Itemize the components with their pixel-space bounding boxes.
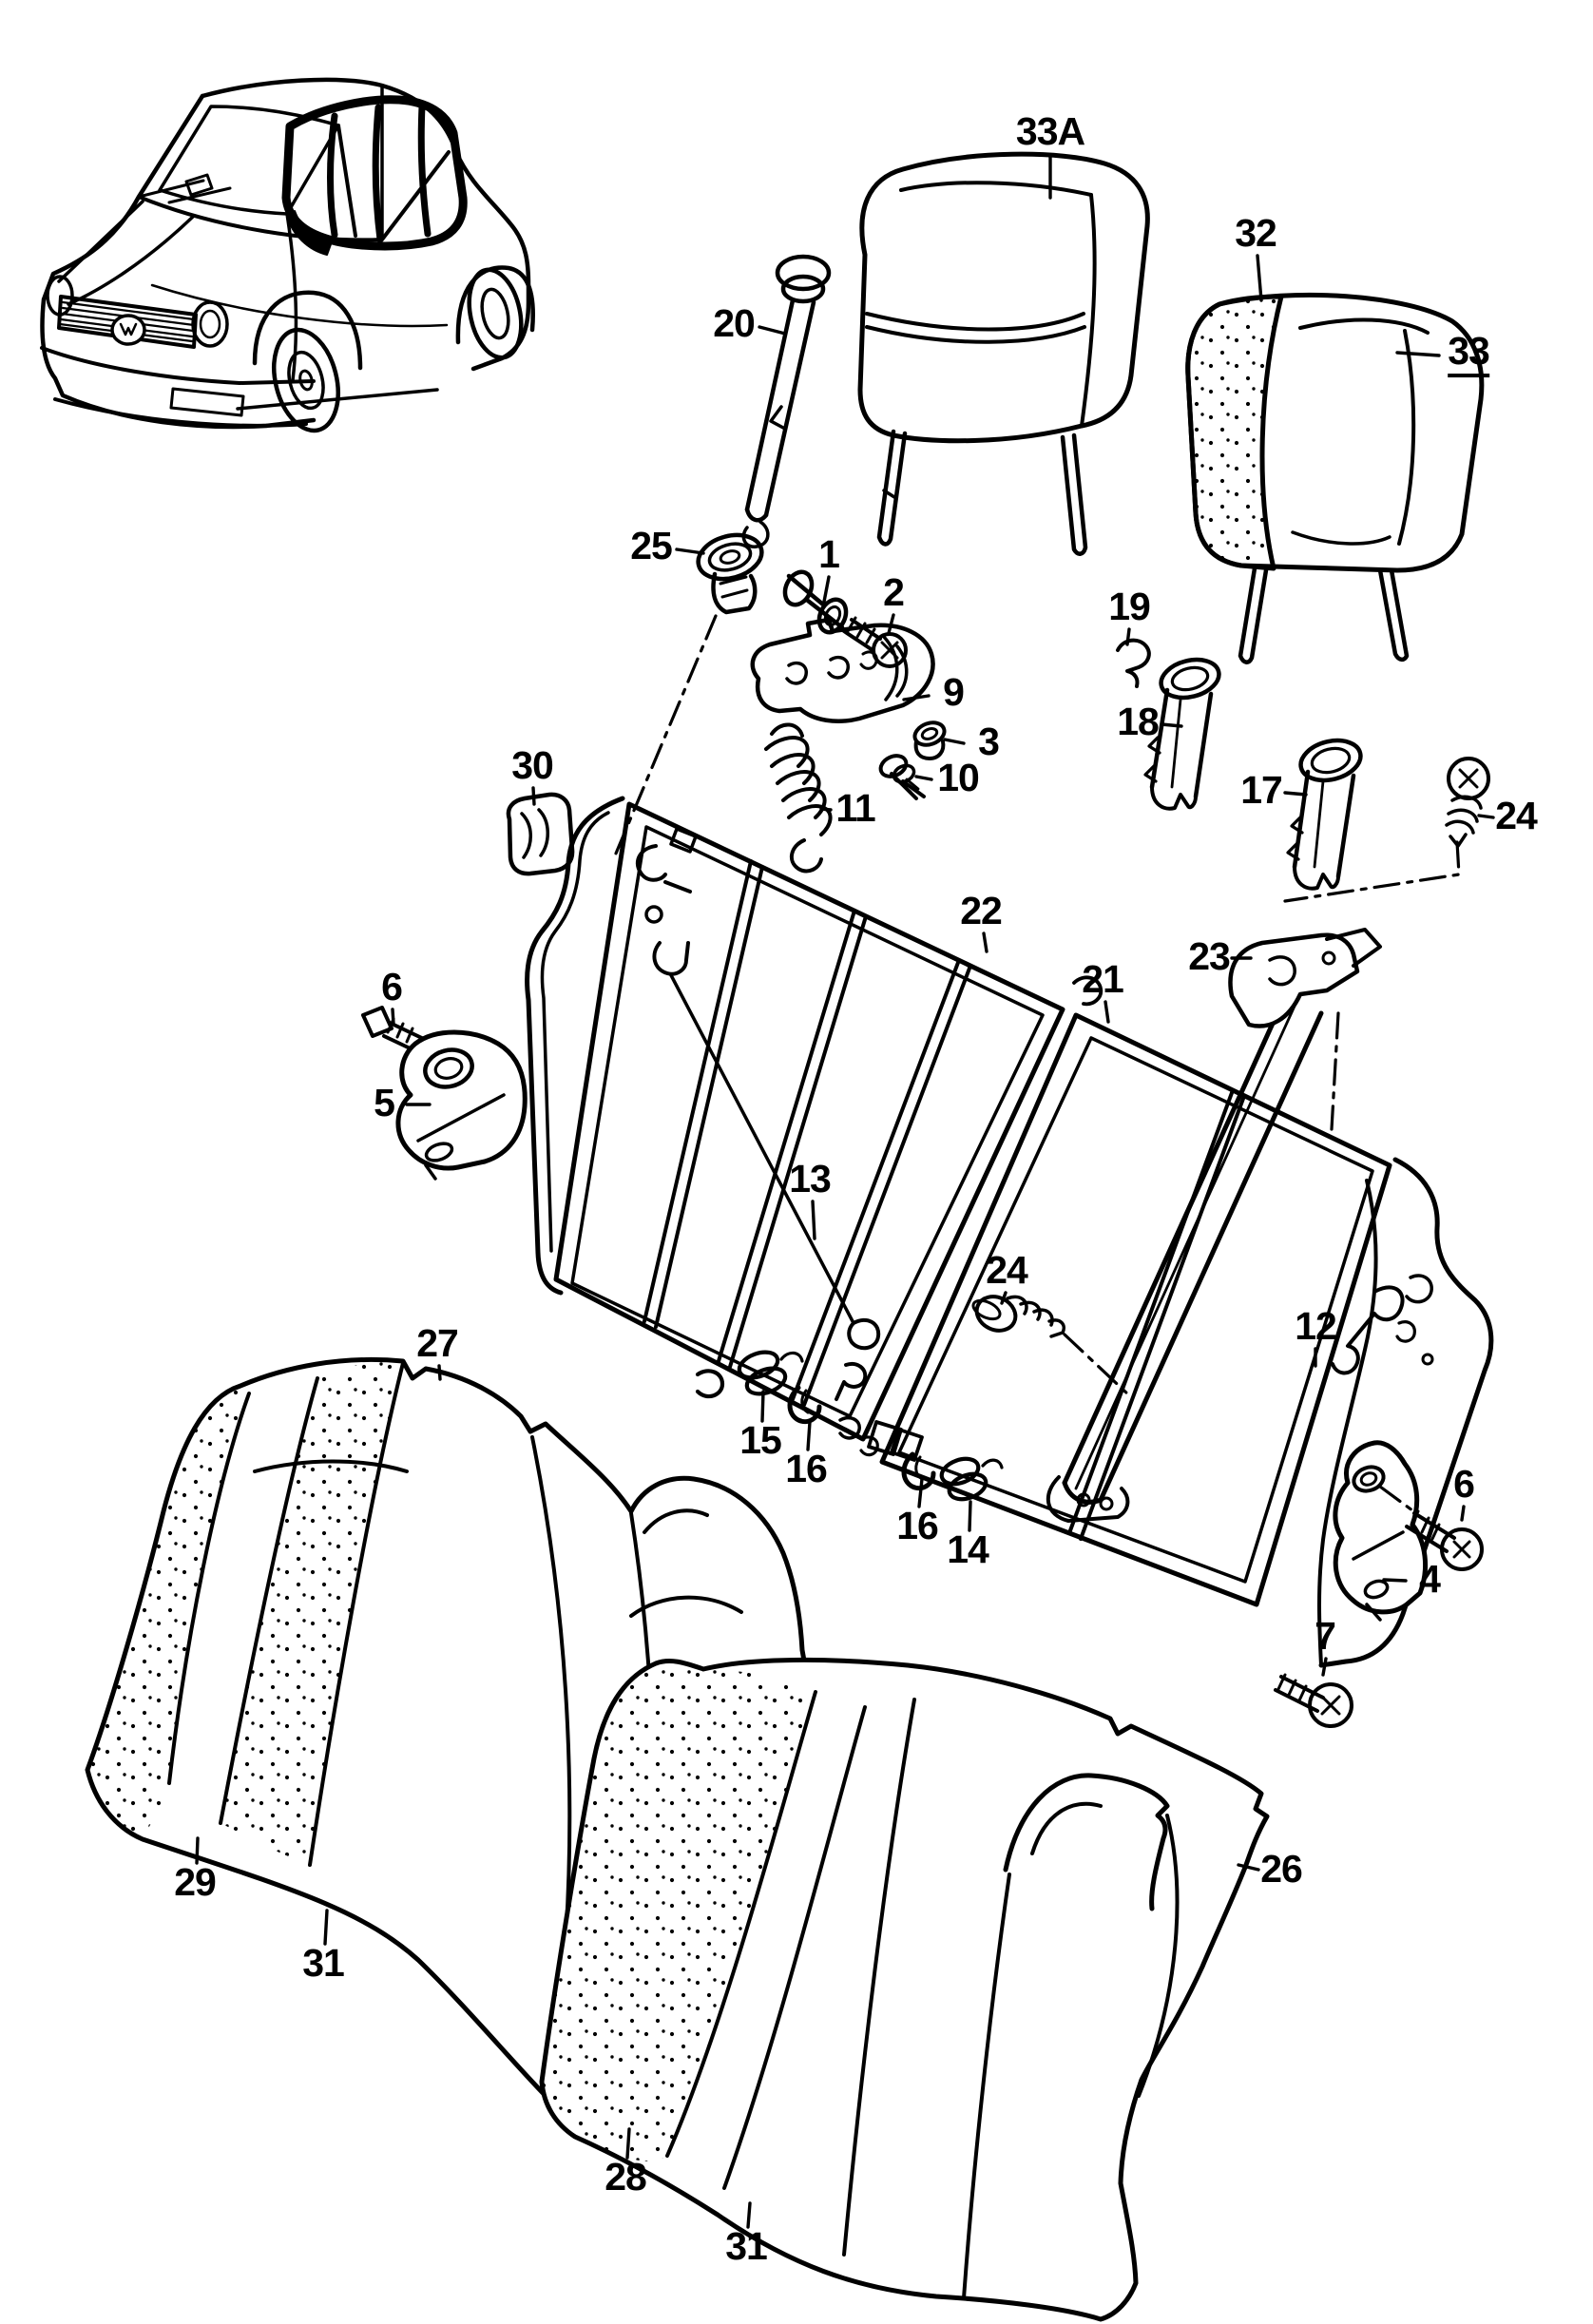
wire-clip-19 bbox=[1116, 638, 1151, 688]
car-license-plate bbox=[169, 387, 245, 417]
callout-28[interactable]: 28 bbox=[605, 2154, 647, 2199]
callout-33[interactable]: 33 bbox=[1448, 332, 1490, 378]
release-wire-13 bbox=[669, 973, 881, 1401]
callout-26[interactable]: 26 bbox=[1260, 1846, 1303, 1891]
car-illustration bbox=[40, 77, 535, 433]
car-mirror bbox=[184, 173, 214, 197]
callout-33a[interactable]: 33A bbox=[1015, 108, 1085, 153]
callout-1[interactable]: 1 bbox=[818, 531, 840, 576]
callout-32[interactable]: 32 bbox=[1235, 210, 1277, 255]
fabric-bolster-28 bbox=[542, 1661, 816, 2161]
headrest-33a bbox=[857, 151, 1150, 556]
headrest-guide-17 bbox=[1286, 738, 1363, 891]
callout-16[interactable]: 16 bbox=[785, 1446, 828, 1490]
car-rear-wheel bbox=[467, 267, 524, 360]
callout-5[interactable]: 5 bbox=[374, 1080, 395, 1124]
backrest-cushion-right bbox=[539, 1657, 1270, 2322]
callout-13[interactable]: 13 bbox=[789, 1156, 832, 1200]
callout-29[interactable]: 29 bbox=[174, 1859, 217, 1904]
callout-19[interactable]: 19 bbox=[1108, 584, 1151, 628]
headrest-post bbox=[1377, 567, 1410, 663]
headrest-post bbox=[1238, 566, 1269, 664]
callout-31[interactable]: 31 bbox=[725, 2223, 768, 2268]
callout-10[interactable]: 10 bbox=[937, 755, 980, 799]
headrest-guide-18 bbox=[1143, 657, 1221, 811]
callout-24[interactable]: 24 bbox=[1495, 793, 1538, 837]
strut-foot bbox=[1046, 1475, 1130, 1523]
wire-12 bbox=[1331, 1285, 1405, 1375]
callout-30[interactable]: 30 bbox=[511, 742, 554, 787]
callout-25[interactable]: 25 bbox=[630, 523, 673, 567]
assembly-axis-lines bbox=[611, 614, 1461, 1515]
callout-15[interactable]: 15 bbox=[739, 1417, 782, 1462]
callout-20[interactable]: 20 bbox=[713, 300, 756, 345]
pivot-bracket-4 bbox=[1333, 1440, 1428, 1622]
tension-spring-11 bbox=[764, 722, 833, 874]
callout-21[interactable]: 21 bbox=[1082, 956, 1124, 1001]
c-clip bbox=[838, 1415, 861, 1440]
fabric-bolster-29 bbox=[87, 1386, 249, 1839]
callout-18[interactable]: 18 bbox=[1117, 699, 1160, 743]
callout-27[interactable]: 27 bbox=[416, 1320, 459, 1365]
hinge-bracket-9 bbox=[750, 617, 935, 723]
callout-6[interactable]: 6 bbox=[1453, 1461, 1475, 1506]
screw-6-right bbox=[1405, 1509, 1484, 1571]
screw-10 bbox=[878, 754, 926, 800]
latch-wire-end bbox=[652, 941, 690, 976]
bushing-14 bbox=[939, 1456, 1004, 1502]
callout-4[interactable]: 4 bbox=[1419, 1556, 1441, 1601]
callout-22[interactable]: 22 bbox=[960, 888, 1003, 932]
u-clip-16b bbox=[901, 1451, 936, 1491]
callout-9[interactable]: 9 bbox=[943, 669, 965, 714]
car-headlight-left bbox=[46, 275, 74, 317]
frame-right-side-member bbox=[1317, 1157, 1494, 1668]
u-clip-16 bbox=[787, 1385, 822, 1425]
c-clip bbox=[695, 1369, 725, 1399]
callout-24[interactable]: 24 bbox=[986, 1247, 1028, 1292]
car-front-wheel bbox=[272, 327, 340, 433]
hinge-hook bbox=[1072, 975, 1104, 1007]
nut-3 bbox=[912, 720, 947, 760]
backrest-frame-21 bbox=[879, 975, 1392, 1607]
callout-11[interactable]: 11 bbox=[835, 785, 875, 830]
headrest-post bbox=[876, 429, 908, 547]
headrest-32-33 bbox=[1185, 292, 1485, 664]
callout-31[interactable]: 31 bbox=[302, 1940, 345, 1985]
callout-12[interactable]: 12 bbox=[1295, 1303, 1337, 1348]
lock-plates bbox=[867, 1420, 924, 1462]
frame-side-member bbox=[525, 796, 625, 1296]
callout-7[interactable]: 7 bbox=[1315, 1613, 1336, 1658]
callout-6[interactable]: 6 bbox=[381, 964, 403, 1008]
callout-16[interactable]: 16 bbox=[896, 1503, 939, 1547]
screw-7 bbox=[1274, 1673, 1353, 1728]
callout-2[interactable]: 2 bbox=[883, 569, 905, 614]
fabric-band bbox=[221, 1361, 403, 1865]
bushing-15 bbox=[737, 1350, 804, 1396]
callout-23[interactable]: 23 bbox=[1188, 933, 1231, 978]
leader-lines bbox=[195, 153, 1495, 2229]
latch-hook bbox=[635, 844, 667, 882]
car-grille bbox=[57, 295, 198, 349]
pivot-bracket-5 bbox=[395, 1029, 528, 1181]
callout-3[interactable]: 3 bbox=[978, 719, 1000, 763]
callout-17[interactable]: 17 bbox=[1240, 767, 1283, 812]
headrest-post bbox=[1060, 432, 1088, 556]
clips-and-bushings bbox=[695, 1350, 1004, 1502]
grommet-25 bbox=[696, 532, 764, 615]
car-rear-seatback-highlight bbox=[281, 95, 468, 256]
bushing-1 bbox=[782, 569, 849, 635]
callout-14[interactable]: 14 bbox=[947, 1527, 989, 1571]
